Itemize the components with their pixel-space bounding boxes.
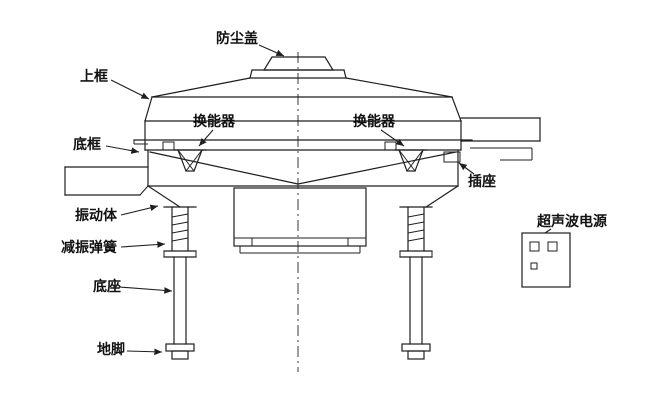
power-box-shape xyxy=(521,232,571,288)
label-socket: 插座 xyxy=(468,173,496,189)
left-chute-shape xyxy=(64,166,149,196)
label-transducer-right: 换能器 xyxy=(353,113,396,129)
label-transducer-left: 换能器 xyxy=(193,113,236,129)
spring-right-shape xyxy=(399,206,433,258)
upper-frame-shape xyxy=(144,96,462,122)
base-legs-shape xyxy=(173,256,423,345)
label-base: 底座 xyxy=(93,278,121,294)
label-bottom-frame: 底框 xyxy=(73,136,101,152)
label-vibrating-body: 振动体 xyxy=(75,207,118,223)
motor-box-shape xyxy=(233,187,367,254)
label-dust-cover: 防尘盖 xyxy=(216,30,258,46)
right-spout-shape xyxy=(460,117,541,161)
label-ultrasonic-power: 超声波电源 xyxy=(536,213,607,229)
bottom-frame-shape xyxy=(133,120,473,151)
labels: 防尘盖 上框 换能器 换能器 底框 插座 振动体 减振弹簧 底座 地脚 超声波电… xyxy=(61,30,607,357)
label-upper-frame: 上框 xyxy=(80,68,108,84)
transducer-left-shape xyxy=(162,141,207,172)
spring-left-shape xyxy=(163,206,197,258)
lower-body-shape xyxy=(147,149,459,208)
lid-cone-shape xyxy=(151,77,453,98)
feet-shape xyxy=(165,343,431,360)
dust-cover-shape xyxy=(249,56,347,79)
label-foot: 地脚 xyxy=(97,341,125,357)
label-damping-spring: 减振弹簧 xyxy=(61,239,117,255)
socket-shape xyxy=(443,151,461,163)
leader-lines xyxy=(105,44,552,356)
transducer-right-shape xyxy=(384,141,428,172)
